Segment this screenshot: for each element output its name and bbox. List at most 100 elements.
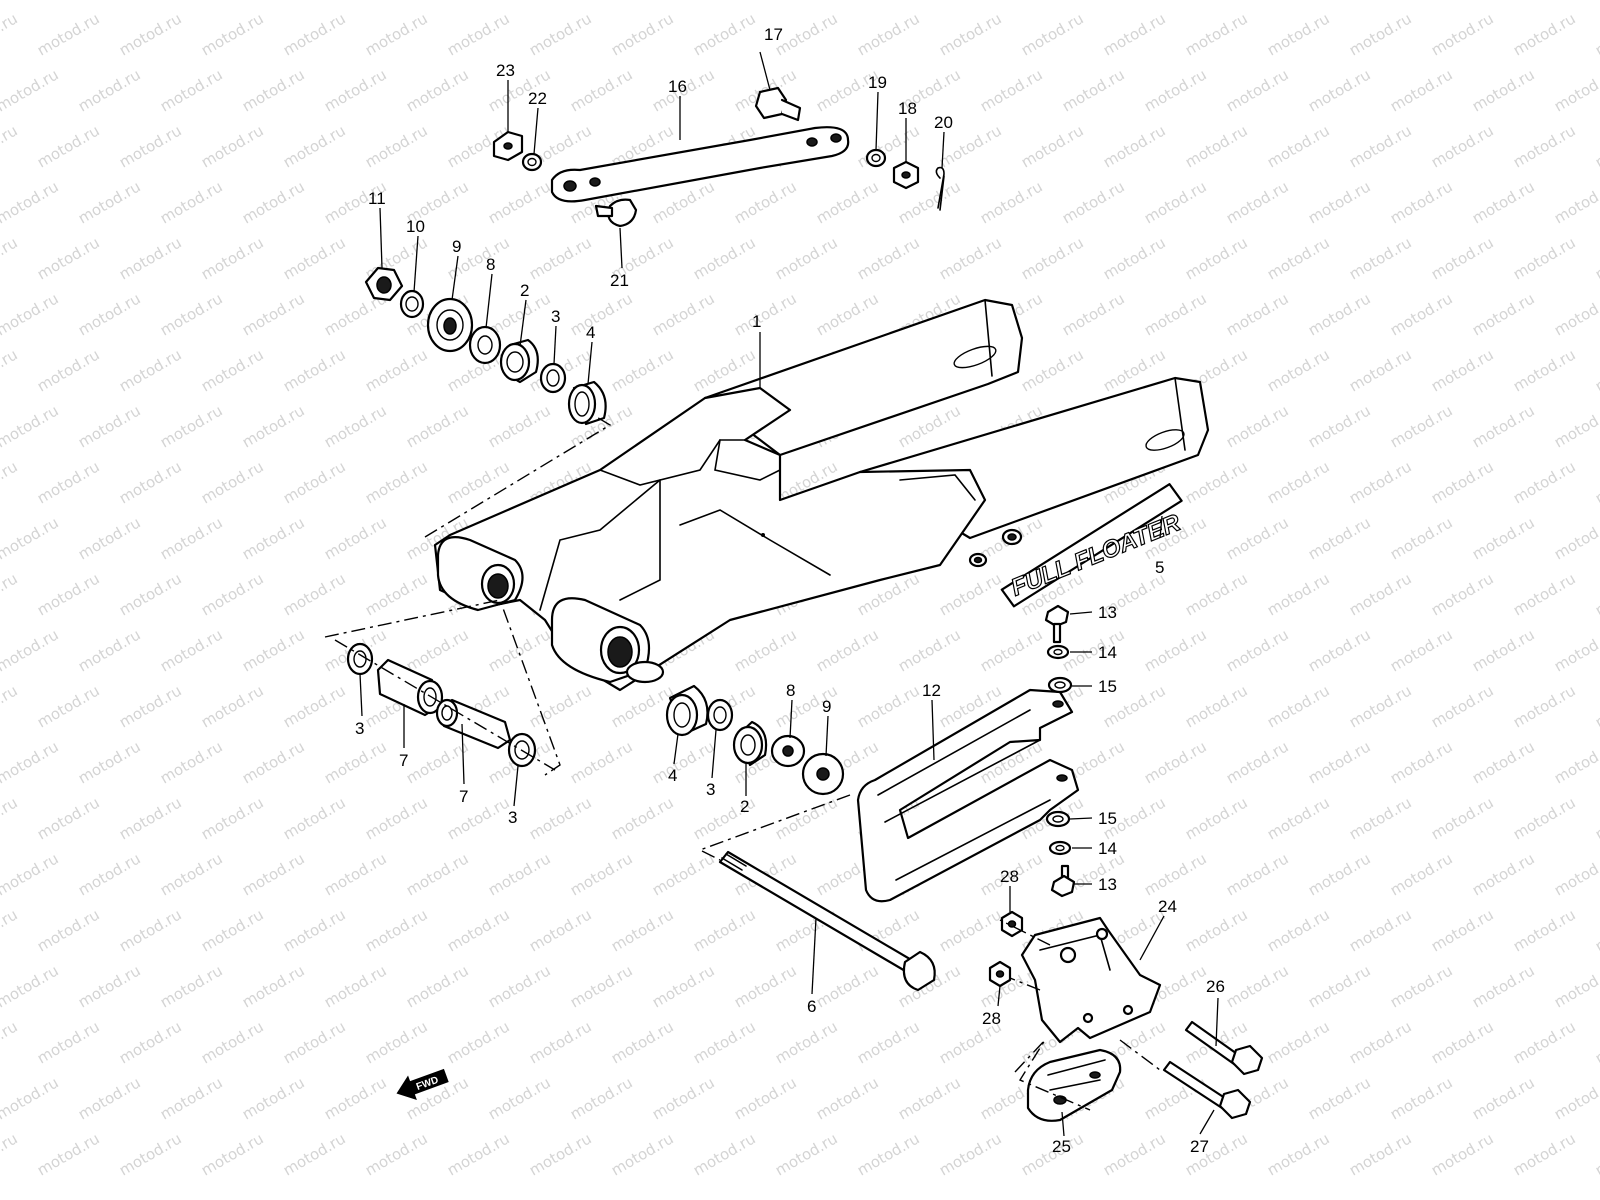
- watermark-text: motod.ru: [1551, 65, 1600, 115]
- watermark-text: motod.ru: [198, 121, 267, 171]
- watermark-text: motod.ru: [157, 1073, 226, 1123]
- watermark-text: motod.ru: [1346, 1129, 1415, 1179]
- callout-16: 16: [668, 77, 687, 96]
- watermark-text: motod.ru: [1469, 289, 1538, 339]
- watermark-text: motod.ru: [1510, 9, 1579, 59]
- watermark-text: motod.ru: [1592, 681, 1600, 731]
- watermark-text: motod.ru: [526, 1017, 595, 1067]
- watermark-text: motod.ru: [690, 905, 759, 955]
- watermark-text: motod.ru: [198, 233, 267, 283]
- watermark-text: motod.ru: [813, 0, 882, 3]
- watermark-text: motod.ru: [1428, 9, 1497, 59]
- watermark-text: motod.ru: [1551, 177, 1600, 227]
- callout-22: 22: [528, 89, 547, 108]
- watermark-text: motod.ru: [526, 233, 595, 283]
- watermark-text: motod.ru: [895, 625, 964, 675]
- watermark-text: motod.ru: [1100, 9, 1169, 59]
- watermark-text: motod.ru: [239, 1073, 308, 1123]
- watermark-text: motod.ru: [34, 9, 103, 59]
- watermark-text: motod.ru: [403, 849, 472, 899]
- watermark-text: motod.ru: [1551, 513, 1600, 563]
- watermark-text: motod.ru: [977, 0, 1046, 3]
- watermark-text: motod.ru: [1387, 0, 1456, 3]
- watermark-text: motod.ru: [854, 1017, 923, 1067]
- watermark-text: motod.ru: [731, 0, 800, 3]
- watermark-text: motod.ru: [690, 9, 759, 59]
- watermark-text: motod.ru: [1346, 457, 1415, 507]
- callout-11: 11: [368, 189, 386, 208]
- watermark-text: motod.ru: [116, 233, 185, 283]
- watermark-text: motod.ru: [649, 1073, 718, 1123]
- watermark-text: motod.ru: [1510, 345, 1579, 395]
- watermark-text: motod.ru: [75, 513, 144, 563]
- watermark-text: motod.ru: [362, 121, 431, 171]
- swingarm: [433, 298, 1210, 692]
- watermark-text: motod.ru: [1141, 737, 1210, 787]
- callout-4: 4: [668, 766, 677, 785]
- watermark-text: motod.ru: [731, 625, 800, 675]
- watermark-text: motod.ru: [198, 457, 267, 507]
- watermark-text: motod.ru: [1100, 233, 1169, 283]
- watermark-text: motod.ru: [0, 457, 21, 507]
- watermark-text: motod.ru: [321, 737, 390, 787]
- watermark-text: motod.ru: [116, 345, 185, 395]
- watermark-text: motod.ru: [567, 289, 636, 339]
- watermark-text: motod.ru: [0, 1017, 21, 1067]
- watermark-text: motod.ru: [239, 961, 308, 1011]
- watermark-text: motod.ru: [280, 681, 349, 731]
- watermark-text: motod.ru: [34, 681, 103, 731]
- watermark-text: motod.ru: [1182, 681, 1251, 731]
- watermark-text: motod.ru: [1469, 65, 1538, 115]
- watermark-text: motod.ru: [444, 793, 513, 843]
- callout-14: 14: [1098, 643, 1117, 662]
- watermark-text: motod.ru: [239, 513, 308, 563]
- watermark-text: motod.ru: [280, 121, 349, 171]
- watermark-text: motod.ru: [239, 401, 308, 451]
- watermark-text: motod.ru: [0, 569, 21, 619]
- watermark-text: motod.ru: [690, 1129, 759, 1179]
- watermark-text: motod.ru: [1141, 289, 1210, 339]
- watermark-text: motod.ru: [1141, 625, 1210, 675]
- watermark-text: motod.ru: [75, 849, 144, 899]
- watermark-text: motod.ru: [608, 9, 677, 59]
- watermark-text: motod.ru: [1510, 1129, 1579, 1179]
- watermark-text: motod.ru: [321, 961, 390, 1011]
- callout-5: 5: [1155, 558, 1164, 577]
- watermark-text: motod.ru: [1592, 345, 1600, 395]
- watermark-text: motod.ru: [198, 793, 267, 843]
- watermark-text: motod.ru: [1305, 1073, 1374, 1123]
- watermark-text: motod.ru: [690, 233, 759, 283]
- watermark-text: motod.ru: [1592, 457, 1600, 507]
- watermark-text: motod.ru: [321, 401, 390, 451]
- watermark-text: motod.ru: [1510, 681, 1579, 731]
- watermark-text: motod.ru: [157, 625, 226, 675]
- watermark-text: motod.ru: [1551, 0, 1600, 3]
- watermark-text: motod.ru: [608, 793, 677, 843]
- watermark-text: motod.ru: [0, 961, 62, 1011]
- watermark-text: motod.ru: [854, 9, 923, 59]
- watermark-text: motod.ru: [608, 1017, 677, 1067]
- callout-18: 18: [898, 99, 917, 118]
- watermark-text: motod.ru: [772, 1129, 841, 1179]
- watermark-text: motod.ru: [1428, 1129, 1497, 1179]
- watermark-text: motod.ru: [321, 0, 390, 3]
- watermark-text: motod.ru: [0, 681, 21, 731]
- watermark-text: motod.ru: [1551, 625, 1600, 675]
- watermark-text: motod.ru: [1059, 289, 1128, 339]
- watermark-text: motod.ru: [321, 513, 390, 563]
- watermark-text: motod.ru: [485, 849, 554, 899]
- watermark-text: motod.ru: [690, 1017, 759, 1067]
- slider-fasteners-bottom: [1045, 810, 1076, 898]
- watermark-text: motod.ru: [1182, 905, 1251, 955]
- watermark-text: motod.ru: [1100, 121, 1169, 171]
- watermark-text: motod.ru: [1592, 793, 1600, 843]
- watermark-text: motod.ru: [1305, 65, 1374, 115]
- watermark-text: motod.ru: [567, 849, 636, 899]
- watermark-text: motod.ru: [1510, 569, 1579, 619]
- watermark-text: motod.ru: [280, 345, 349, 395]
- watermark-text: motod.ru: [0, 345, 21, 395]
- watermark-text: motod.ru: [280, 9, 349, 59]
- callout-8: 8: [786, 681, 795, 700]
- watermark-text: motod.ru: [1018, 345, 1087, 395]
